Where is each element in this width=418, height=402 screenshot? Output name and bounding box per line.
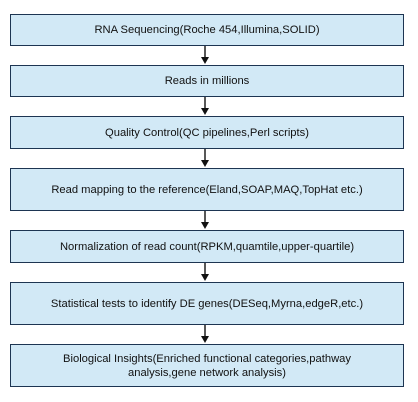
step-normalization: Normalization of read count(RPKM,quamtil… — [10, 230, 404, 263]
step-rna-sequencing-label: RNA Sequencing(Roche 454,Illumina,SOLID) — [94, 24, 320, 36]
step-biological-insights: Biological Insights(Enriched functional … — [10, 344, 404, 387]
arrow-down-icon — [200, 211, 210, 230]
arrow-down-icon — [200, 325, 210, 344]
step-read-mapping: Read mapping to the reference(Eland,SOAP… — [10, 168, 404, 211]
arrow-down-icon — [200, 46, 210, 65]
step-statistical-tests: Statistical tests to identify DE genes(D… — [10, 282, 404, 325]
step-quality-control: Quality Control(QC pipelines,Perl script… — [10, 116, 404, 149]
step-quality-control-label: Quality Control(QC pipelines,Perl script… — [105, 126, 309, 139]
arrow-down-icon — [200, 149, 210, 168]
arrow-down-icon — [200, 97, 210, 116]
step-reads-in-millions-label: Reads in millions — [164, 75, 250, 87]
step-reads-in-millions: Reads in millions — [10, 65, 404, 97]
step-read-mapping-label: Read mapping to the reference(Eland,SOAP… — [51, 183, 363, 196]
step-statistical-tests-label: Statistical tests to identify DE genes(D… — [50, 297, 364, 310]
step-rna-sequencing: RNA Sequencing(Roche 454,Illumina,SOLID) — [10, 14, 404, 46]
arrow-down-icon — [200, 263, 210, 282]
step-normalization-label: Normalization of read count(RPKM,quamtil… — [59, 240, 355, 253]
step-biological-insights-label: Biological Insights(Enriched functional … — [63, 352, 351, 379]
